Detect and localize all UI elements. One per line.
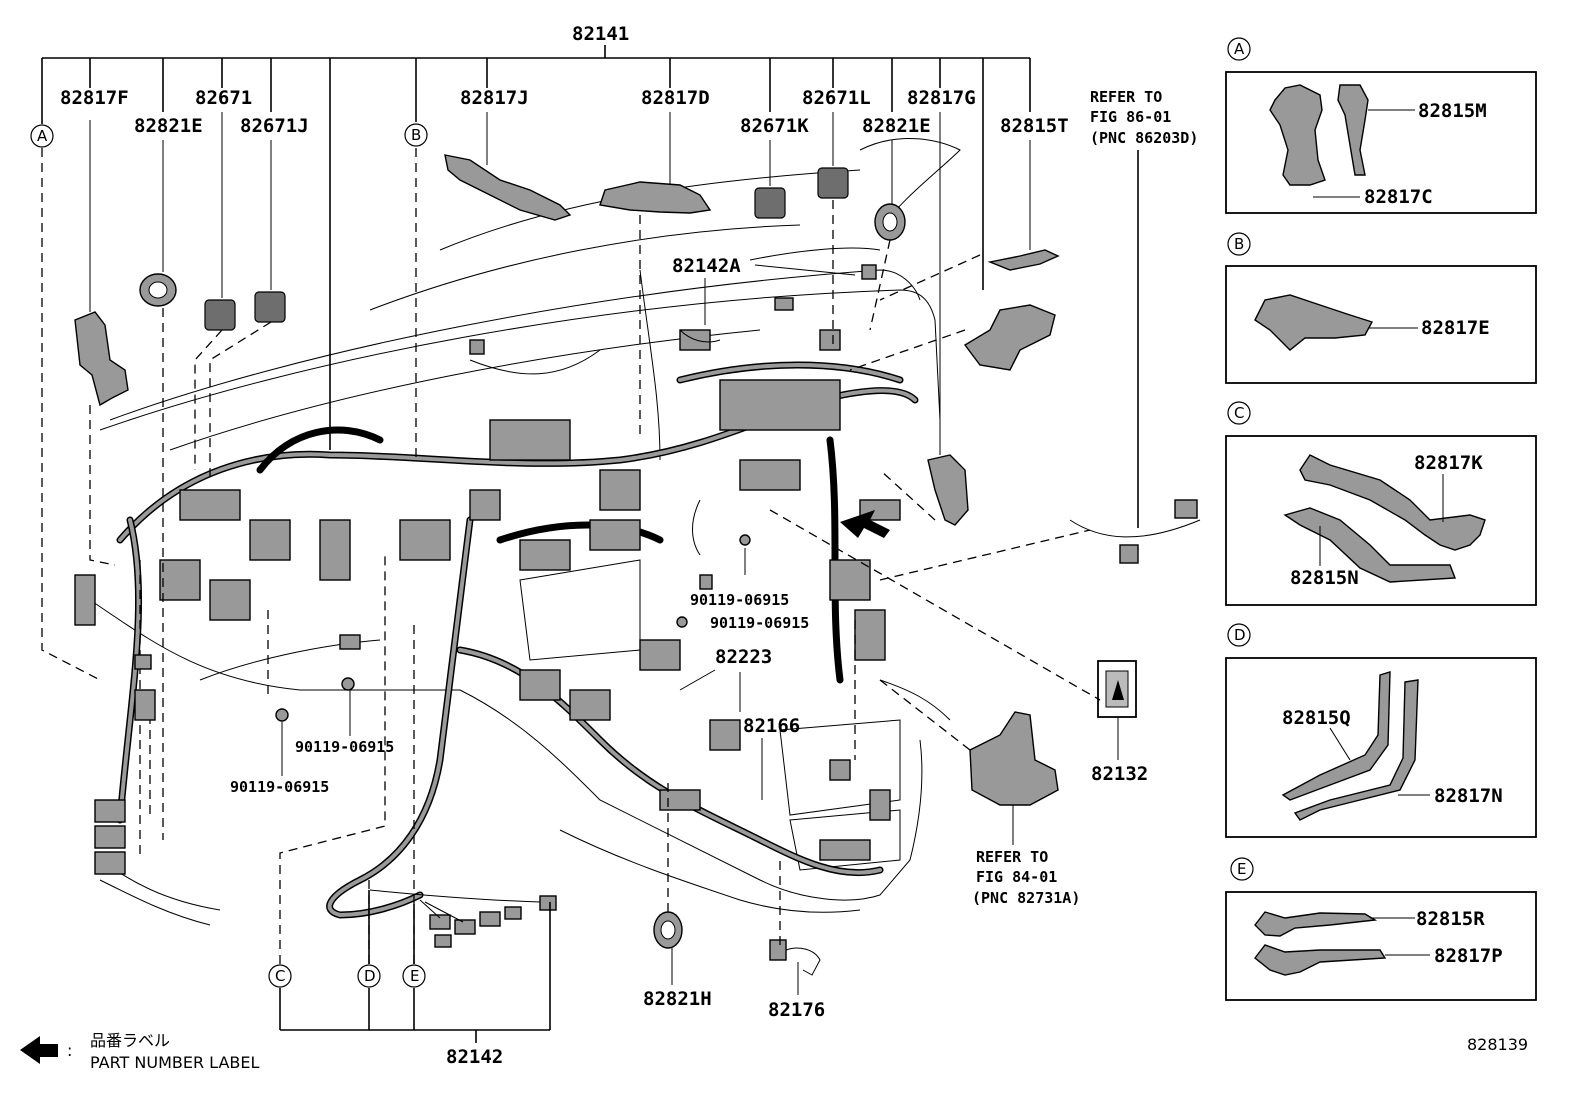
svg-text:E: E xyxy=(410,967,419,985)
detail-box-D: D 82815Q 82817N xyxy=(1225,623,1537,838)
part-82671L xyxy=(817,112,849,199)
svg-text:REFER TO: REFER TO xyxy=(1090,88,1162,106)
refer-fig-86-01: REFER TO FIG 86-01 (PNC 86203D) xyxy=(1090,88,1198,528)
svg-text:D: D xyxy=(1234,626,1246,644)
callout-E-bottom: E xyxy=(402,964,426,988)
svg-text:82166: 82166 xyxy=(743,715,800,737)
svg-text:82817E: 82817E xyxy=(1421,317,1490,339)
svg-text:82817C: 82817C xyxy=(1364,186,1433,208)
svg-text:FIG 86-01: FIG 86-01 xyxy=(1090,108,1171,126)
part-82821H: 82821H xyxy=(643,911,712,1010)
svg-text:PART NUMBER LABEL: PART NUMBER LABEL xyxy=(90,1053,259,1072)
svg-text:82815M: 82815M xyxy=(1418,100,1487,122)
part-82671 xyxy=(204,112,236,331)
svg-text:(PNC 86203D): (PNC 86203D) xyxy=(1090,129,1198,147)
part-cable-refer xyxy=(1119,499,1198,564)
part-82817G xyxy=(927,112,969,526)
label-82817F: 82817F xyxy=(60,87,129,109)
svg-text:D: D xyxy=(364,967,376,985)
svg-text:82821H: 82821H xyxy=(643,988,712,1010)
bolt-2: 90119-06915 xyxy=(676,614,809,632)
label-82671K: 82671K xyxy=(740,115,809,137)
part-82142A: 82142A xyxy=(672,255,856,343)
svg-text:82817P: 82817P xyxy=(1434,945,1503,967)
part-82671K xyxy=(754,140,786,219)
svg-text:90119-06915: 90119-06915 xyxy=(690,591,789,609)
bolt-4: 90119-06915 xyxy=(230,708,329,796)
part-82166: 82166 xyxy=(743,715,800,800)
part-82142-harness xyxy=(369,889,557,948)
svg-text::: : xyxy=(67,1041,72,1060)
svg-text:82142A: 82142A xyxy=(672,255,741,277)
svg-text:B: B xyxy=(411,126,421,144)
part-82821E-left xyxy=(139,140,177,307)
label-82671J: 82671J xyxy=(240,115,309,137)
svg-text:FIG 84-01: FIG 84-01 xyxy=(976,868,1057,886)
label-82671L: 82671L xyxy=(802,87,871,109)
svg-text:82142: 82142 xyxy=(446,1046,503,1068)
svg-text:(PNC 82731A): (PNC 82731A) xyxy=(972,889,1080,907)
svg-text:82815R: 82815R xyxy=(1416,908,1485,930)
label-82817G: 82817G xyxy=(907,87,976,109)
detail-box-B: B 82817E xyxy=(1225,232,1537,384)
svg-text:90119-06915: 90119-06915 xyxy=(710,614,809,632)
part-82815T xyxy=(963,140,1060,371)
svg-text:90119-06915: 90119-06915 xyxy=(295,738,394,756)
part-82821E-right xyxy=(874,140,906,241)
svg-text:90119-06915: 90119-06915 xyxy=(230,778,329,796)
dashed-leaders xyxy=(41,148,1101,964)
legend-part-number-label: : 品番ラベル PART NUMBER LABEL xyxy=(20,1031,259,1072)
bolt-3: 90119-06915 xyxy=(295,677,394,756)
svg-text:82817N: 82817N xyxy=(1434,785,1503,807)
svg-text:A: A xyxy=(37,127,48,145)
svg-text:REFER TO: REFER TO xyxy=(976,848,1048,866)
part-82223: 82223 xyxy=(679,646,772,712)
part-82817J xyxy=(444,112,572,221)
label-82821E-right: 82821E xyxy=(862,115,931,137)
svg-text:C: C xyxy=(275,967,285,985)
part-82671J xyxy=(254,140,286,323)
label-82817J: 82817J xyxy=(460,87,529,109)
svg-text:82817K: 82817K xyxy=(1414,452,1483,474)
svg-text:82815N: 82815N xyxy=(1290,567,1359,589)
svg-text:E: E xyxy=(1237,860,1246,878)
callout-B-top: B xyxy=(404,123,428,147)
bolt-1: 90119-06915 xyxy=(690,534,789,609)
figure-id: 828139 xyxy=(1467,1035,1528,1054)
svg-text:品番ラベル: 品番ラベル xyxy=(90,1031,170,1050)
callout-A-top: A xyxy=(30,124,54,148)
label-82141: 82141 xyxy=(572,23,629,45)
connectors xyxy=(159,264,901,861)
label-82821E-left: 82821E xyxy=(134,115,203,137)
label-82815T: 82815T xyxy=(1000,115,1069,137)
detail-box-C: C 82817K 82815N xyxy=(1225,401,1537,606)
svg-text:C: C xyxy=(1234,404,1244,422)
label-82671: 82671 xyxy=(195,87,252,109)
callout-C-bottom: C xyxy=(268,964,292,988)
part-82176: 82176 xyxy=(768,939,825,1021)
svg-text:82176: 82176 xyxy=(768,999,825,1021)
part-82817D xyxy=(599,112,712,214)
label-82817D: 82817D xyxy=(641,87,710,109)
svg-text:A: A xyxy=(1234,40,1245,58)
svg-text:82223: 82223 xyxy=(715,646,772,668)
svg-text:82132: 82132 xyxy=(1091,763,1148,785)
detail-box-E: E 82815R 82817P xyxy=(1225,857,1537,1001)
part-ecu-refer: REFER TO FIG 84-01 (PNC 82731A) xyxy=(969,711,1080,907)
callout-D-bottom: D xyxy=(357,964,381,988)
left-connector-stack xyxy=(74,574,156,875)
part-82817F xyxy=(74,120,129,407)
svg-text:82815Q: 82815Q xyxy=(1282,707,1351,729)
left-arrow-icon xyxy=(20,1036,58,1064)
main-harness-bracket xyxy=(41,45,1031,450)
svg-text:B: B xyxy=(1234,235,1244,253)
detail-box-A: A 82815M 82817C xyxy=(1225,37,1537,214)
part-82132: 82132 xyxy=(1091,660,1148,785)
view-direction-arrow xyxy=(840,510,890,538)
